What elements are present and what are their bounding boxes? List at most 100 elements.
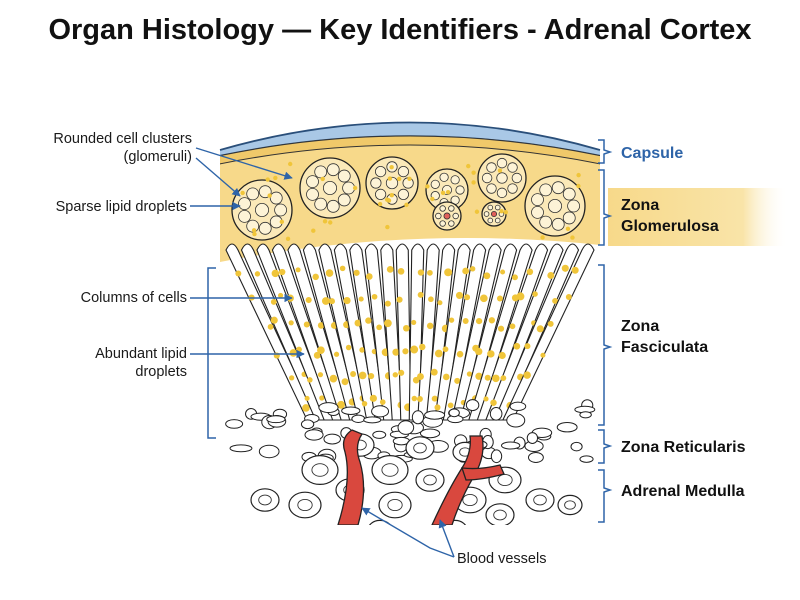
- abundant-lipid-dot: [443, 373, 450, 381]
- sparse-lipid-dot: [445, 189, 451, 195]
- abundant-lipid-dot: [366, 273, 373, 280]
- abundant-lipid-dot: [524, 343, 531, 350]
- abundant-lipid-dot: [475, 317, 483, 325]
- sparse-lipid-dot: [404, 202, 409, 208]
- abundant-lipid-dot: [484, 374, 491, 381]
- sparse-lipid-dot: [267, 193, 272, 198]
- cell-column: [451, 243, 502, 421]
- sparse-lipid-dot: [384, 197, 390, 202]
- sparse-lipid-dot: [320, 176, 325, 182]
- abundant-lipid-dot: [419, 343, 426, 351]
- sparse-lipid-dot: [503, 210, 508, 215]
- abundant-lipid-dot: [317, 346, 325, 355]
- abundant-lipid-dot: [235, 270, 242, 277]
- abundant-lipid-dot: [411, 319, 417, 326]
- reticular-cell: [556, 422, 578, 433]
- sparse-lipid-dot: [440, 190, 446, 196]
- sparse-lipid-label: Sparse lipid droplets: [56, 199, 187, 215]
- abundant-lipid-dot: [442, 346, 449, 353]
- abundant-lipid-dot: [371, 293, 378, 300]
- sparse-lipid-dot: [576, 172, 581, 178]
- reticular-cell: [258, 444, 280, 459]
- abundant-lipid-dot: [475, 347, 483, 356]
- reticular-cell: [579, 411, 592, 419]
- abundant-lipid-dot: [475, 372, 483, 380]
- abundant-lipid-dot: [343, 296, 351, 305]
- abundant-lipid-dot: [547, 271, 555, 279]
- abundant-lipid-dot: [523, 371, 531, 379]
- abundant-lipid-dot: [369, 394, 377, 402]
- reticular-cell: [371, 405, 390, 418]
- abundant-lipid-dot: [254, 271, 261, 277]
- abundant-lipid-dot: [464, 294, 471, 301]
- abundant-lipid-dot: [427, 269, 433, 276]
- medulla-bracket: [598, 469, 613, 523]
- abundant-lipid-dot: [487, 350, 495, 358]
- medulla-cell: [288, 491, 322, 519]
- abundant-lipid-dot: [509, 323, 516, 330]
- reticular-cell: [419, 428, 441, 439]
- abundant-lipid-dot: [516, 292, 525, 301]
- abundant-lipid-dot: [483, 272, 491, 280]
- abundant-lipid-dot: [536, 325, 544, 333]
- sparse-lipid-dot: [251, 228, 257, 233]
- abundant-lipid-dot: [305, 296, 312, 304]
- sparse-lipid-dot: [279, 219, 285, 225]
- abundant-lipid-dot: [353, 269, 360, 276]
- sparse-lipid-dot: [471, 180, 476, 185]
- abundant-lipid-dot: [337, 400, 346, 409]
- abundant-lipid-dot: [462, 267, 470, 275]
- sparse-lipid-dot: [252, 231, 257, 237]
- reticular-cell: [500, 441, 521, 450]
- abundant-lipid-dot: [383, 319, 392, 328]
- glomerulus-cluster: [481, 201, 507, 227]
- medulla-cell: [367, 519, 393, 525]
- rounded-clusters-label-1: Rounded cell clusters: [53, 131, 192, 147]
- glomerulus-cluster: [231, 179, 293, 241]
- abundant-lipid-dot: [416, 396, 423, 402]
- abundant-lipid-dot: [386, 265, 394, 273]
- reticular-cell: [363, 416, 382, 424]
- abundant-lipid-dot: [303, 321, 310, 328]
- abundant-lipid-dot: [361, 400, 368, 407]
- abundant-lipid-dot: [428, 296, 434, 303]
- abundant-lipid-dot: [456, 350, 464, 358]
- abundant-lipid-dot: [358, 371, 367, 380]
- fasciculata-label-1: Zona: [621, 318, 659, 335]
- reticular-cell: [351, 414, 366, 423]
- abundant-lipid-dot: [307, 377, 313, 383]
- reticular-cell: [465, 399, 480, 412]
- sparse-lipid-dot: [377, 201, 383, 207]
- sparse-lipid-dot: [328, 220, 333, 225]
- sparse-lipid-dot: [287, 161, 293, 167]
- fasciculata-label-2: Fasciculata: [621, 339, 708, 356]
- reticular-cell: [341, 406, 361, 415]
- medulla-label: Adrenal Medulla: [621, 483, 745, 500]
- sparse-lipid-dot: [565, 226, 571, 232]
- reticular-cell: [318, 402, 339, 414]
- abundant-lipid-dot: [328, 298, 335, 305]
- medulla-cell: [405, 436, 435, 460]
- abundant-lipid-dot: [431, 395, 438, 402]
- abundant-lipid-dot: [497, 325, 505, 332]
- abundant-lipid-dot: [462, 318, 469, 324]
- reticular-cell: [526, 432, 539, 444]
- abundant-lipid-dot: [358, 296, 364, 302]
- blood-vessels: [337, 429, 505, 525]
- sparse-lipid-dot: [570, 235, 575, 240]
- abundant-lipid-dot: [512, 274, 518, 281]
- reticular-cell: [304, 429, 324, 441]
- blood-vessels-label: Blood vessels: [457, 551, 546, 567]
- abundant-lipid-dot: [317, 322, 325, 329]
- cell-column: [333, 243, 378, 421]
- glomerulosa-label-band: [608, 188, 788, 246]
- abundant-lipid-dot: [267, 323, 274, 330]
- abundant-lipid-dot: [565, 293, 572, 300]
- abundant-lipid-dot: [312, 273, 319, 281]
- abundant-lipid-dot: [359, 347, 365, 353]
- abundant-lipid-dot: [402, 348, 409, 355]
- abundant-lipid-dot: [270, 299, 277, 305]
- reticular-cell: [225, 419, 244, 429]
- abundant-lipid-dot: [278, 268, 286, 276]
